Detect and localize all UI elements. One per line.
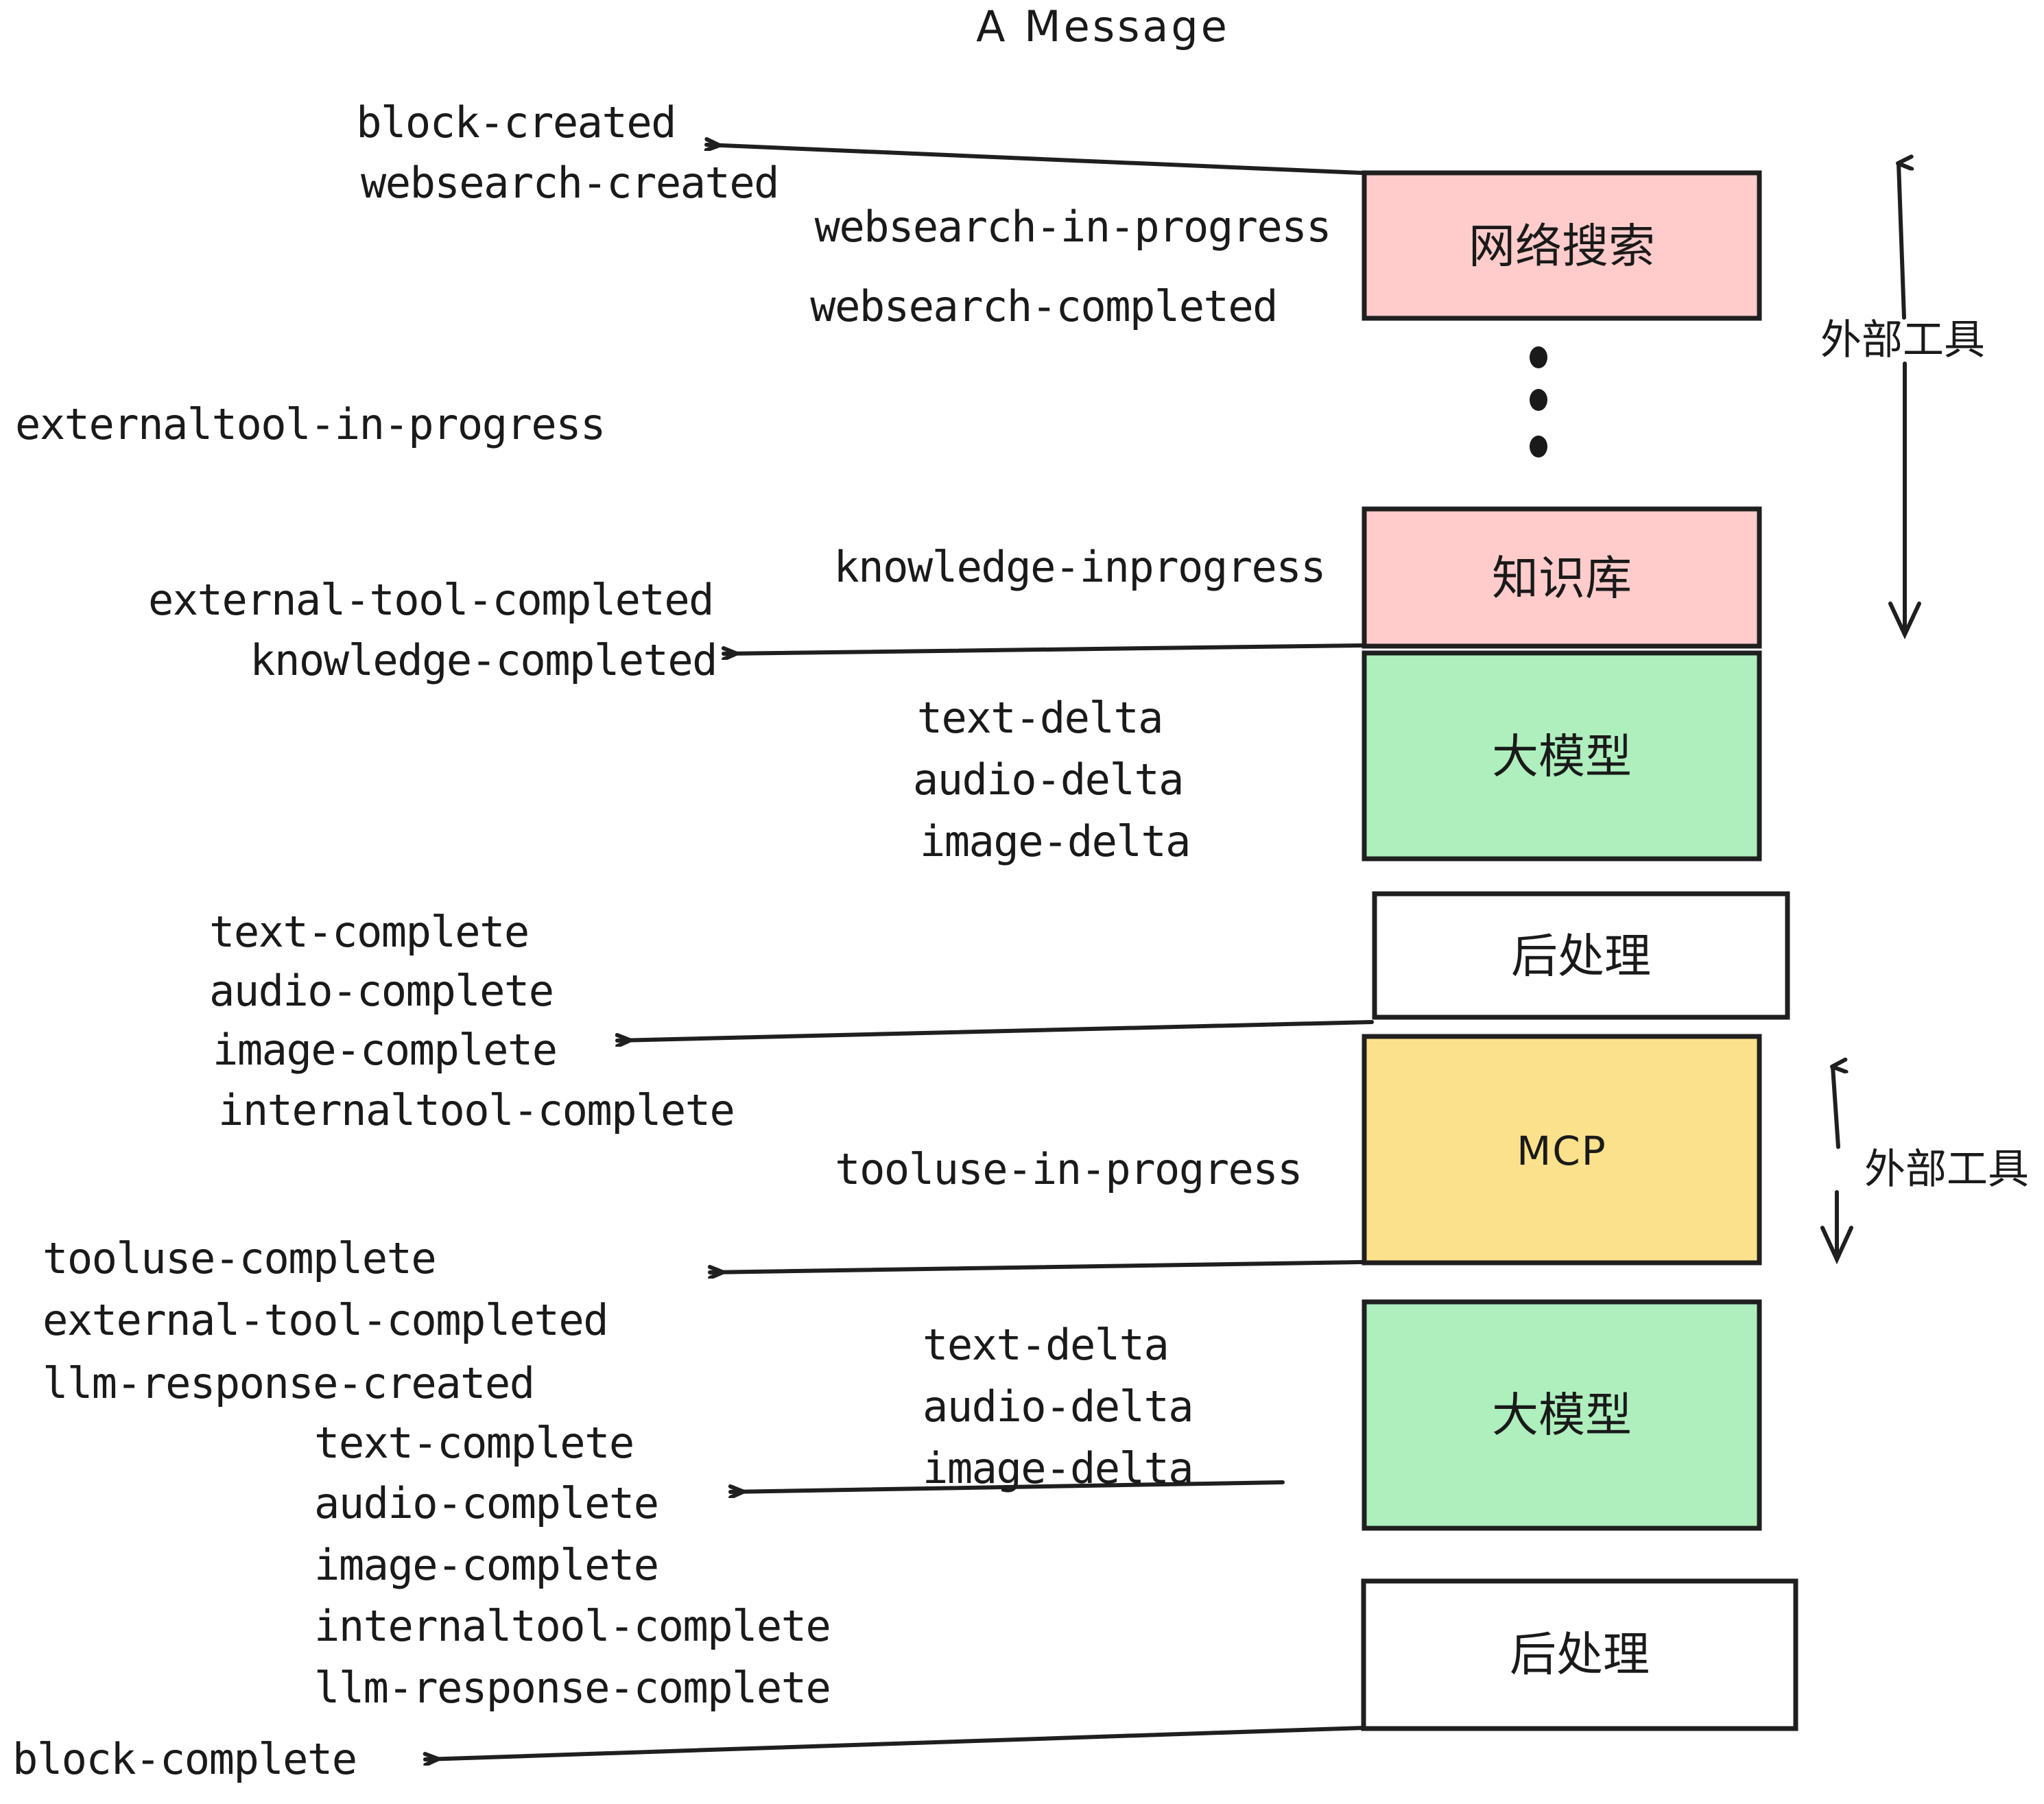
- event-image-complete-bottom: image-complete: [314, 1540, 658, 1590]
- box-label-llm-top: 大模型: [1492, 731, 1632, 785]
- side-label-external-tool-bottom: 外部工具: [1864, 1146, 2029, 1194]
- event-internaltool-complete-bottom: internaltool-complete: [314, 1601, 830, 1651]
- event-websearch-completed: websearch-completed: [810, 281, 1277, 331]
- event-websearch-in-progress: websearch-in-progress: [815, 202, 1331, 252]
- side-label-external-tool-top: 外部工具: [1820, 316, 1985, 364]
- event-image-delta-top: image-delta: [920, 816, 1190, 866]
- event-audio-delta-top: audio-delta: [913, 755, 1183, 805]
- event-tooluse-complete: tooluse-complete: [43, 1233, 436, 1283]
- event-knowledge-completed: knowledge-completed: [250, 635, 717, 685]
- box-mcp: [1362, 1034, 1762, 1266]
- event-image-delta-bottom: image-delta: [923, 1443, 1193, 1493]
- box-label-mcp: MCP: [1517, 1128, 1607, 1174]
- event-image-complete-top: image-complete: [213, 1025, 557, 1075]
- event-llm-response-complete: llm-response-complete: [314, 1663, 830, 1713]
- event-tooluse-in-progress: tooluse-in-progress: [835, 1144, 1302, 1194]
- event-audio-complete-bottom: audio-complete: [314, 1478, 658, 1528]
- box-llm-top: [1362, 650, 1762, 862]
- arrow-external-tool-bottom-up: [1833, 1067, 1838, 1149]
- ellipsis-dot-2: [1530, 389, 1547, 411]
- box-label-knowledge: 知识库: [1492, 552, 1632, 606]
- page-title: A Message: [976, 1, 1230, 51]
- arrow-external-tool-bottom-down-head: [1820, 1226, 1853, 1265]
- arrow-external-tool-top-down-head: [1888, 602, 1921, 640]
- box-websearch: [1362, 170, 1762, 321]
- event-llm-response-created: llm-response-created: [43, 1358, 534, 1408]
- event-text-delta-top: text-delta: [917, 693, 1163, 743]
- event-text-complete-top: text-complete: [209, 907, 529, 957]
- event-external-tool-completed-bottom: external-tool-completed: [43, 1295, 608, 1345]
- arrow-audio-complete: [730, 1480, 1285, 1492]
- event-block-complete: block-complete: [12, 1734, 357, 1784]
- event-text-complete-bottom: text-complete: [314, 1418, 634, 1468]
- event-internaltool-complete-top: internaltool-complete: [218, 1085, 734, 1135]
- event-external-tool-completed-top: external-tool-completed: [148, 575, 713, 625]
- box-label-post-bottom: 后处理: [1510, 1628, 1650, 1683]
- arrow-knowledge-completed: [724, 643, 1364, 654]
- event-text-delta-bottom: text-delta: [923, 1320, 1168, 1370]
- event-audio-delta-bottom: audio-delta: [923, 1381, 1193, 1432]
- event-websearch-created: websearch-created: [361, 158, 779, 208]
- box-post-top: [1372, 891, 1790, 1020]
- box-label-post-top: 后处理: [1511, 930, 1651, 984]
- ellipsis-dot-1: [1530, 346, 1547, 368]
- event-externaltool-in-progress: externaltool-in-progress: [15, 399, 605, 449]
- box-knowledge: [1362, 506, 1762, 649]
- box-label-websearch: 网络搜索: [1469, 220, 1655, 274]
- arrow-tooluse-complete: [710, 1260, 1364, 1272]
- event-audio-complete-top: audio-complete: [209, 966, 554, 1016]
- box-label-llm-bottom: 大模型: [1492, 1389, 1632, 1443]
- arrow-image-complete: [617, 1020, 1374, 1041]
- event-knowledge-inprogress: knowledge-inprogress: [833, 542, 1325, 592]
- arrow-block-created: [706, 145, 1364, 175]
- event-block-created: block-created: [356, 97, 676, 147]
- arrow-external-tool-top-up: [1899, 163, 1904, 320]
- box-post-bottom: [1361, 1578, 1798, 1731]
- arrow-block-complete: [425, 1726, 1366, 1759]
- box-llm-bottom: [1362, 1299, 1762, 1531]
- ellipsis-dot-3: [1530, 436, 1547, 458]
